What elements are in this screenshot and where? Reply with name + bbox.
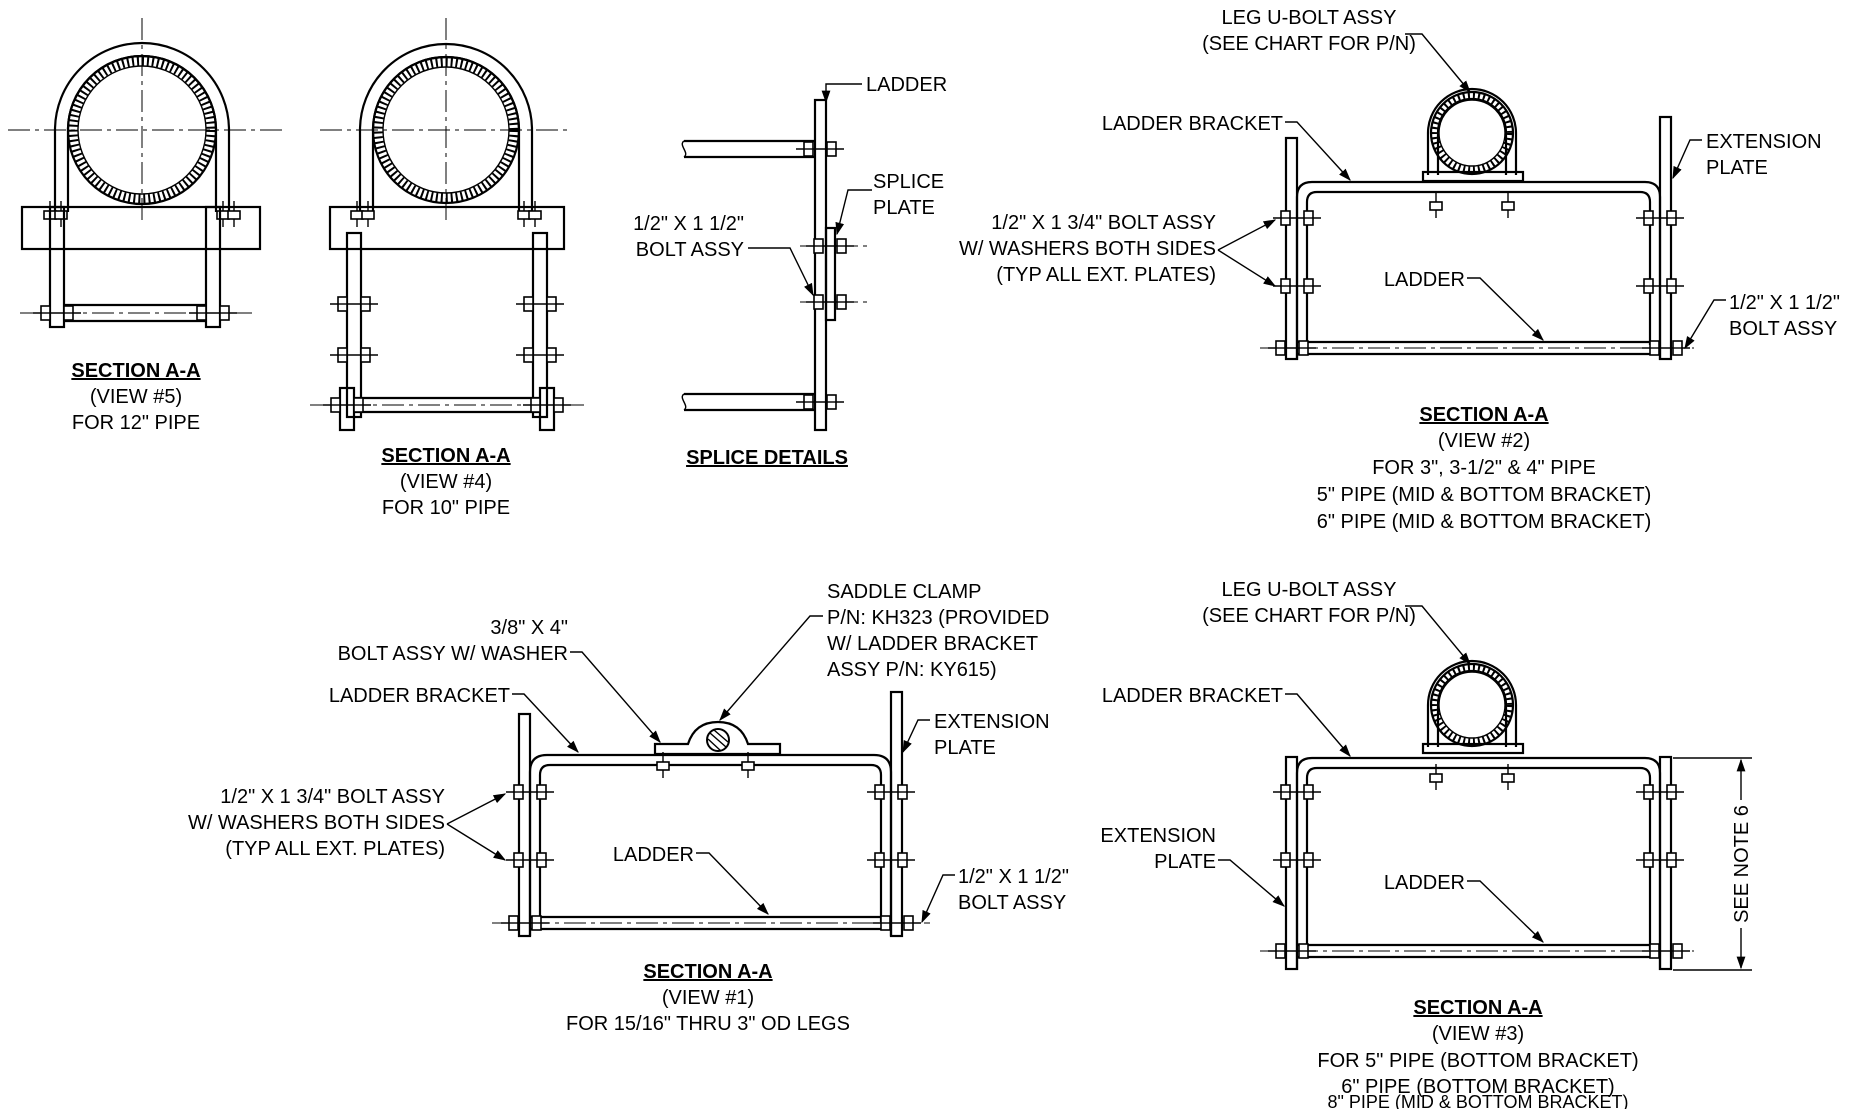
view1-bolt34-label-3: (TYP ALL EXT. PLATES) [225, 838, 445, 860]
view1-bracket-label: LADDER BRACKET [329, 685, 510, 707]
view1-desc: FOR 15/16" THRU 3" OD LEGS [566, 1013, 850, 1035]
view2-bolt12-label-2: BOLT ASSY [1729, 318, 1837, 340]
view5-title: SECTION A-A [71, 360, 200, 382]
view1-bolt12-label-1: 1/2" X 1 1/2" [958, 866, 1069, 888]
view2-ladder-label: LADDER [1384, 269, 1465, 291]
view2-bolt34-label-3: (TYP ALL EXT. PLATES) [996, 264, 1216, 286]
view1-bolt12-label-2: BOLT ASSY [958, 892, 1066, 914]
splice-bolt-label-1: 1/2" X 1 1/2" [633, 213, 744, 235]
view2-ext-label-2: PLATE [1706, 157, 1768, 179]
view3-ext-label-2: PLATE [1154, 851, 1216, 873]
splice-bolt-label-2: BOLT ASSY [636, 239, 744, 261]
view1-bolt38-label-1: 3/8" X 4" [490, 617, 568, 639]
view2-drawing [1260, 87, 1694, 361]
splice-title: SPLICE DETAILS [686, 447, 848, 469]
view2-desc-3: 6" PIPE (MID & BOTTOM BRACKET) [1317, 511, 1652, 533]
view1-view: (VIEW #1) [662, 987, 754, 1009]
view1-saddle-label-2: P/N: KH323 (PROVIDED [827, 607, 1049, 629]
view1-bolt34-label-1: 1/2" X 1 3/4" BOLT ASSY [220, 786, 445, 808]
view2-ubolt-label-2: (SEE CHART FOR P/N) [1202, 33, 1416, 55]
splice-drawing [681, 98, 872, 432]
view5-drawing [8, 18, 282, 329]
view1-saddle-label-1: SADDLE CLAMP [827, 581, 982, 603]
view1-bolt34-label-2: W/ WASHERS BOTH SIDES [188, 812, 445, 834]
view3-desc-3: 8" PIPE (MID & BOTTOM BRACKET) [1327, 1092, 1628, 1109]
splice-plate-label-2: PLATE [873, 197, 935, 219]
view3-dimension-note: SEE NOTE 6 [1731, 805, 1753, 923]
view4-desc: FOR 10" PIPE [382, 497, 510, 519]
view1-drawing [492, 690, 930, 938]
view3-view: (VIEW #3) [1432, 1023, 1524, 1045]
view3-title: SECTION A-A [1413, 997, 1542, 1019]
view2-desc-1: FOR 3", 3-1/2" & 4" PIPE [1372, 457, 1596, 479]
view2-ubolt-label-1: LEG U-BOLT ASSY [1222, 7, 1397, 29]
view3-bracket-label: LADDER BRACKET [1102, 685, 1283, 707]
splice-ladder-label: LADDER [866, 74, 947, 96]
view3-drawing [1260, 659, 1752, 971]
view1-title: SECTION A-A [643, 961, 772, 983]
view2-view: (VIEW #2) [1438, 430, 1530, 452]
view1-ext-label-2: PLATE [934, 737, 996, 759]
view2-title: SECTION A-A [1419, 404, 1548, 426]
view2-bracket-label: LADDER BRACKET [1102, 113, 1283, 135]
view1-bolt38-label-2: BOLT ASSY W/ WASHER [338, 643, 568, 665]
view3-desc-2: 6" PIPE (BOTTOM BRACKET) [1341, 1076, 1614, 1098]
view2-bolt34-label-1: 1/2" X 1 3/4" BOLT ASSY [991, 212, 1216, 234]
view1-saddle-label-3: W/ LADDER BRACKET [827, 633, 1038, 655]
view5-desc: FOR 12" PIPE [72, 412, 200, 434]
view4-title: SECTION A-A [381, 445, 510, 467]
view2-bolt34-label-2: W/ WASHERS BOTH SIDES [959, 238, 1216, 260]
view3-ext-label-1: EXTENSION [1100, 825, 1216, 847]
view2-ext-label-1: EXTENSION [1706, 131, 1822, 153]
view1-ladder-label: LADDER [613, 844, 694, 866]
view4-view: (VIEW #4) [400, 471, 492, 493]
splice-plate-label-1: SPLICE [873, 171, 944, 193]
view2-desc-2: 5" PIPE (MID & BOTTOM BRACKET) [1317, 484, 1652, 506]
view3-desc-1: FOR 5" PIPE (BOTTOM BRACKET) [1317, 1050, 1638, 1072]
view4-drawing [310, 18, 584, 432]
view2-bolt12-label-1: 1/2" X 1 1/2" [1729, 292, 1840, 314]
view3-ubolt-label-1: LEG U-BOLT ASSY [1222, 579, 1397, 601]
view3-ladder-label: LADDER [1384, 872, 1465, 894]
view3-ubolt-label-2: (SEE CHART FOR P/N) [1202, 605, 1416, 627]
view1-ext-label-1: EXTENSION [934, 711, 1050, 733]
view1-saddle-label-4: ASSY P/N: KY615) [827, 659, 997, 681]
view5-view: (VIEW #5) [90, 386, 182, 408]
